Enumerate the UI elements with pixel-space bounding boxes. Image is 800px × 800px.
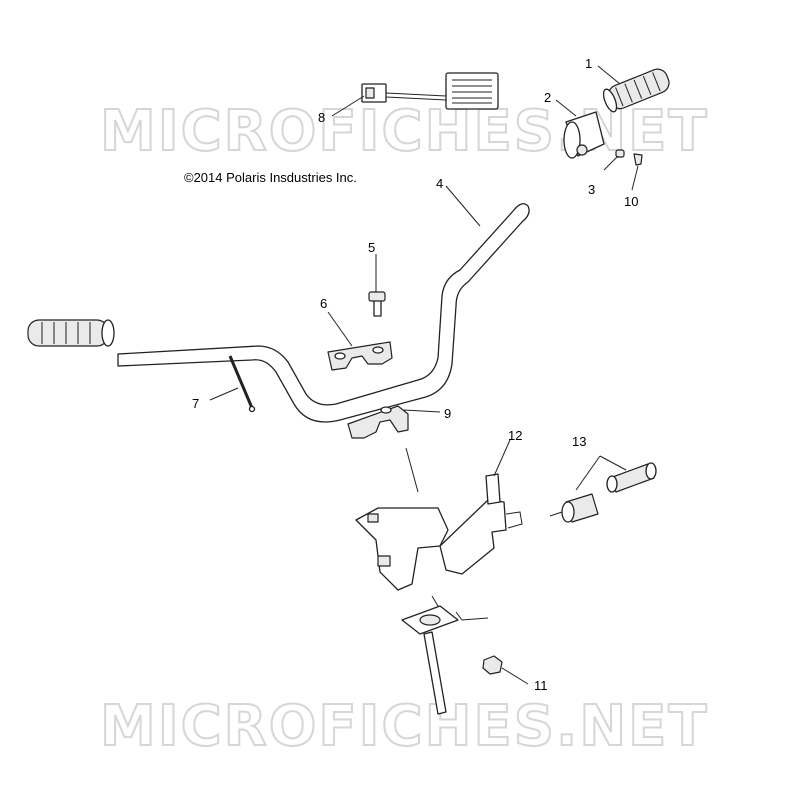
part-6-upper-clamp xyxy=(327,341,393,371)
left-grip xyxy=(27,319,115,347)
callout-13: 13 xyxy=(572,434,586,449)
callout-12: 12 xyxy=(508,428,522,443)
part-5-bolt xyxy=(368,291,386,317)
watermark-bottom: MICROFICHES.NET xyxy=(100,694,709,759)
part-4-handlebar xyxy=(117,203,530,423)
part-12-bracket xyxy=(355,473,523,591)
assembly-line xyxy=(405,447,419,493)
part-9-lower-clamp xyxy=(347,405,409,439)
callout-6: 6 xyxy=(320,296,327,311)
callout-2: 2 xyxy=(544,90,551,105)
part-13-switches xyxy=(549,462,657,523)
part-8-harness xyxy=(361,72,499,110)
callout-11: 11 xyxy=(534,678,548,693)
callout-4: 4 xyxy=(436,176,443,191)
steering-post xyxy=(401,595,489,715)
leader-lines xyxy=(209,65,639,685)
callout-9: 9 xyxy=(444,406,451,421)
callout-10: 10 xyxy=(624,194,638,209)
callout-3: 3 xyxy=(588,182,595,197)
watermark-top: MICROFICHES.NET xyxy=(100,99,709,164)
copyright-text: ©2014 Polaris Insdustries Inc. xyxy=(184,170,357,185)
callout-8: 8 xyxy=(318,110,325,125)
part-7-rod xyxy=(228,355,256,413)
part-2-throttle-block xyxy=(563,111,605,159)
part-11-nut xyxy=(482,655,503,675)
callout-1: 1 xyxy=(585,56,592,71)
callout-5: 5 xyxy=(368,240,375,255)
part-10-cap xyxy=(633,153,643,166)
callout-7: 7 xyxy=(192,396,199,411)
part-1-right-grip xyxy=(602,68,670,113)
part-3-screw xyxy=(615,149,625,158)
